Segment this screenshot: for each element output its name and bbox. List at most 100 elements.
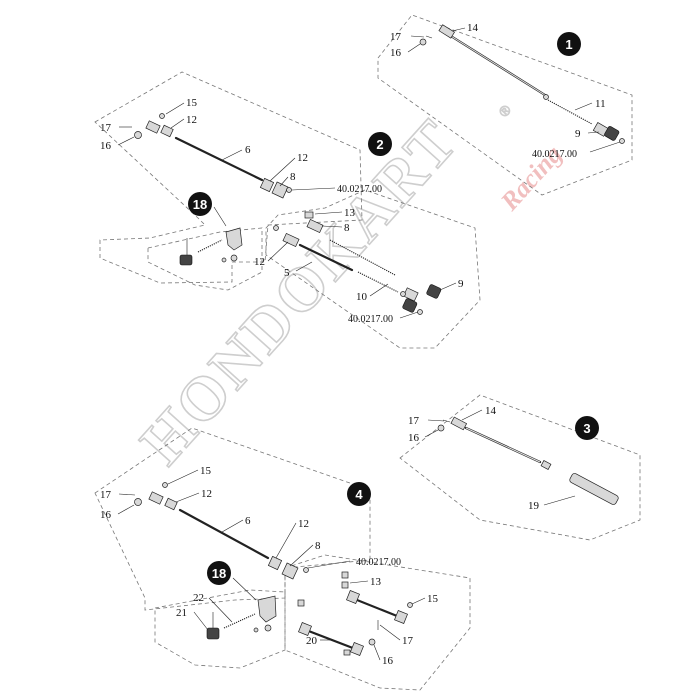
cap-9-b (426, 284, 442, 299)
group-badge-1: 1 (557, 32, 581, 56)
block-8-b (271, 181, 289, 199)
sheath-5-b (298, 243, 354, 272)
callout-17: 17 (408, 415, 420, 427)
outline-group-4-lower (284, 554, 471, 691)
svg-text:4: 4 (355, 487, 363, 502)
fitting-12-d (164, 497, 178, 511)
cap-9-b2 (402, 298, 418, 313)
outline-group-4-upper (94, 427, 371, 611)
callout-40-0217-00: 40.0217.00 (337, 184, 382, 195)
callouts-group-4: 17 16 15 12 6 12 8 40.0217.00 13 15 17 1… (100, 465, 439, 667)
block-8-d (281, 562, 299, 580)
svg-text:1: 1 (565, 37, 572, 52)
pin-15-d (162, 482, 168, 488)
callout-17: 17 (100, 489, 112, 501)
callout-16: 16 (390, 47, 402, 59)
callout-13: 13 (370, 576, 382, 588)
washer-16-a (419, 38, 427, 46)
group-badge-18: 18 (207, 561, 231, 585)
rod-6-d (178, 508, 270, 560)
callout-6: 6 (245, 515, 251, 527)
callout-21: 21 (176, 607, 187, 619)
spring-11 (547, 99, 593, 125)
callout-14: 14 (467, 22, 479, 34)
nut-40-0217-b (286, 187, 292, 193)
fitting-12-b2 (259, 177, 275, 193)
outline-group-1 (377, 14, 633, 196)
block-8-b2 (306, 218, 324, 234)
leader-lines (117, 27, 621, 661)
group-3-parts (437, 416, 619, 505)
group-badge-18: 18 (188, 192, 212, 216)
callout-16: 16 (100, 140, 112, 152)
callout-14: 14 (485, 405, 497, 417)
group-18-lower-parts (206, 595, 277, 640)
sleeve-19 (569, 473, 619, 505)
outline-group-2-upper (94, 71, 363, 284)
callout-19: 19 (528, 500, 540, 512)
callouts-group-3: 17 16 14 19 (408, 405, 540, 512)
callout-17: 17 (390, 31, 402, 43)
washer-16-d (134, 498, 142, 506)
svg-text:18: 18 (212, 566, 226, 581)
outline-group-18-upper (147, 227, 263, 291)
washer-16-c (437, 424, 445, 432)
washer-16-d2 (368, 638, 376, 646)
callout-12: 12 (297, 152, 308, 164)
nut-40-0217-b2 (417, 309, 423, 315)
outline-group-18-lower (154, 589, 286, 669)
outline-group-3 (399, 394, 641, 541)
pin-15-d2 (407, 602, 413, 608)
callout-9: 9 (575, 128, 581, 140)
spring-22 (223, 613, 256, 629)
callout-10: 10 (356, 291, 368, 303)
fitting-12-b3 (282, 232, 300, 248)
clevis-d (148, 491, 164, 505)
pin-17-a (425, 35, 433, 39)
assembly-outlines (94, 14, 641, 691)
callout-12: 12 (186, 114, 197, 126)
callout-40-0217-00: 40.0217.00 (348, 314, 393, 325)
group-1-parts (419, 24, 625, 144)
knob-18-a (179, 254, 193, 266)
callout-5: 5 (284, 267, 290, 279)
callout-9: 9 (458, 278, 464, 290)
callout-16: 16 (382, 655, 394, 667)
callout-15: 15 (200, 465, 212, 477)
group-badge-3: 3 (575, 416, 599, 440)
callout-15: 15 (186, 97, 198, 109)
svg-text:3: 3 (583, 421, 590, 436)
outline-group-2-lower (265, 189, 481, 349)
callout-13: 13 (344, 207, 356, 219)
cap-9-a (604, 126, 620, 141)
callout-12: 12 (201, 488, 212, 500)
pin-15-b (159, 113, 165, 119)
lever-18-b (257, 595, 277, 623)
callout-16: 16 (100, 509, 112, 521)
group-18-upper-parts (179, 227, 243, 266)
callout-40-0217-00: 40.0217.00 (356, 557, 401, 568)
callout-40-0217-00: 40.0217.00 (532, 149, 577, 160)
svg-text:2: 2 (376, 137, 383, 152)
callout-6: 6 (245, 144, 251, 156)
callout-17: 17 (100, 122, 112, 134)
lever-18-a (225, 227, 243, 251)
fitting-12-b (160, 124, 174, 138)
svg-text:18: 18 (193, 197, 207, 212)
callout-8: 8 (315, 540, 321, 552)
pin-17-c (442, 419, 451, 423)
part-13-d (341, 581, 349, 589)
callout-11: 11 (595, 98, 606, 110)
washer-16-b (134, 131, 142, 139)
watermark: HONDOKART ® Racing (127, 101, 568, 479)
callout-12: 12 (298, 518, 309, 530)
cable-end-fitting-1 (438, 24, 456, 39)
link-rod-20 (304, 628, 360, 652)
knob-21 (206, 627, 220, 640)
spring-10-b (357, 271, 399, 293)
clevis-b (145, 120, 161, 134)
nut-40-0217-d (303, 567, 309, 573)
group-badge-2: 2 (368, 132, 392, 156)
